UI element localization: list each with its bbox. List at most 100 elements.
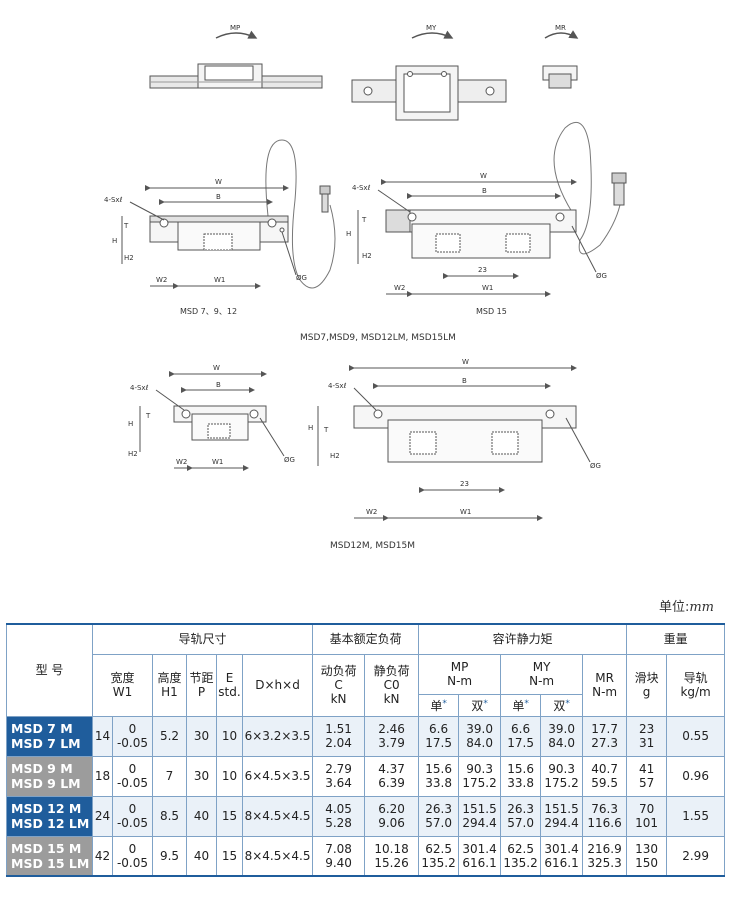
cell-value: 151.5 xyxy=(462,802,497,816)
dim-h2-12m: H2 xyxy=(128,450,138,458)
note-star: * xyxy=(565,699,570,709)
dim-w-15: W xyxy=(480,172,487,180)
cell-value: 301.4 xyxy=(462,841,497,856)
dim-hole-15m: 4-Sxℓ xyxy=(328,382,347,390)
cell-value: 5.28 xyxy=(325,816,352,830)
cell-value: 15 xyxy=(221,809,238,823)
cell-value: 57.0 xyxy=(507,816,534,830)
dim-w2-15m: W2 xyxy=(366,508,377,516)
rail-weight-value: 0.55 xyxy=(666,715,726,757)
width-value: 18 xyxy=(92,755,113,797)
cell-value: 84.0 xyxy=(548,736,575,750)
dim-w2-15: W2 xyxy=(394,284,405,292)
mr-label: MR xyxy=(555,24,566,32)
cell-value: 57.0 xyxy=(425,816,452,830)
dim-w: W xyxy=(215,178,222,186)
pitch-value: 40 xyxy=(186,795,217,837)
cell-value: 18 xyxy=(94,769,111,783)
drawing-msd7-9-12: W B W2 W1 H T H2 4-Sxℓ ØG MSD 7、9、12 xyxy=(104,139,336,316)
cell-value: 17.7 xyxy=(591,722,618,736)
dim-h2-15m: H2 xyxy=(330,452,340,460)
cell-value: 5.2 xyxy=(159,729,180,743)
cell-value: MSD 12 LM xyxy=(11,816,90,831)
cell-value: 616.1 xyxy=(544,855,579,870)
dim-b-15m: B xyxy=(462,377,467,385)
dim-t: T xyxy=(123,222,129,230)
header-my-sym: MY xyxy=(532,660,551,674)
header-e-label: E xyxy=(225,671,234,685)
dim-t-15: T xyxy=(361,216,367,224)
header-sta-sym: C0 xyxy=(383,678,400,692)
cell-value: 62.5 xyxy=(425,841,452,856)
dim-w-15m: W xyxy=(462,358,469,366)
width-tolerance: 0-0.05 xyxy=(112,835,153,877)
dhd-value: 6×3.2×3.5 xyxy=(241,715,314,757)
dim-23-15m: 23 xyxy=(460,480,469,488)
rail-end-view xyxy=(542,65,578,89)
dim-g: ØG xyxy=(296,274,307,282)
cell-value: MSD 12 M xyxy=(11,801,82,816)
dim-h: H xyxy=(112,237,117,245)
dim-g-12m: ØG xyxy=(284,456,295,464)
dim-h-15m: H xyxy=(308,424,313,432)
drawing-msd15: W B 23 W2 W1 H T H2 4-Sxℓ ØG MSD 15 xyxy=(346,122,627,316)
cell-value: 23 xyxy=(638,722,655,736)
cell-value: -0.05 xyxy=(116,736,149,750)
caption-msd15: MSD 15 xyxy=(476,307,507,316)
cell-value: 9.5 xyxy=(159,848,180,863)
cell-value: 27.3 xyxy=(591,736,618,750)
dim-h2: H2 xyxy=(124,254,134,262)
header-my-unit: N-m xyxy=(529,674,555,688)
dim-b: B xyxy=(216,193,221,201)
cell-value: 6.39 xyxy=(378,776,405,790)
cell-value: 6.20 xyxy=(378,802,405,816)
moment-mp-icon: MP xyxy=(215,24,258,39)
cell-value: 33.8 xyxy=(507,776,534,790)
header-e-std: std. xyxy=(218,685,241,699)
cell-value: 6.6 xyxy=(429,722,449,736)
cell-value: 39.0 xyxy=(466,722,493,736)
header-railw-label: 导轨 xyxy=(683,671,708,685)
e-value: 10 xyxy=(216,715,243,757)
header-mr-unit: N-m xyxy=(592,685,618,699)
dim-w1-15m: W1 xyxy=(460,508,471,516)
cell-value: 325.3 xyxy=(587,855,622,870)
mp-label: MP xyxy=(230,24,240,32)
width-tolerance: 0-0.05 xyxy=(112,755,153,797)
cell-value: 15.26 xyxy=(374,855,409,870)
header-model: 型 号 xyxy=(6,623,93,717)
moment-my-icon: MY xyxy=(411,24,454,39)
cell-value: 4.05 xyxy=(325,802,352,816)
pitch-value: 40 xyxy=(186,835,217,877)
cell-value: 2.46 xyxy=(378,722,405,736)
cell-value: 0.55 xyxy=(682,729,709,743)
header-dyn-sym: C xyxy=(334,678,343,692)
cell-value: 101 xyxy=(635,816,659,830)
cell-value: 0 xyxy=(128,762,137,776)
cell-value: 30 xyxy=(193,769,210,783)
dim-b-12m: B xyxy=(216,381,221,389)
drawing-msd15m: W B 23 W2 W1 H T H2 4-Sxℓ ØG xyxy=(308,358,601,521)
cell-value: 8×4.5×4.5 xyxy=(244,848,311,863)
dim-h-12m: H xyxy=(128,420,133,428)
